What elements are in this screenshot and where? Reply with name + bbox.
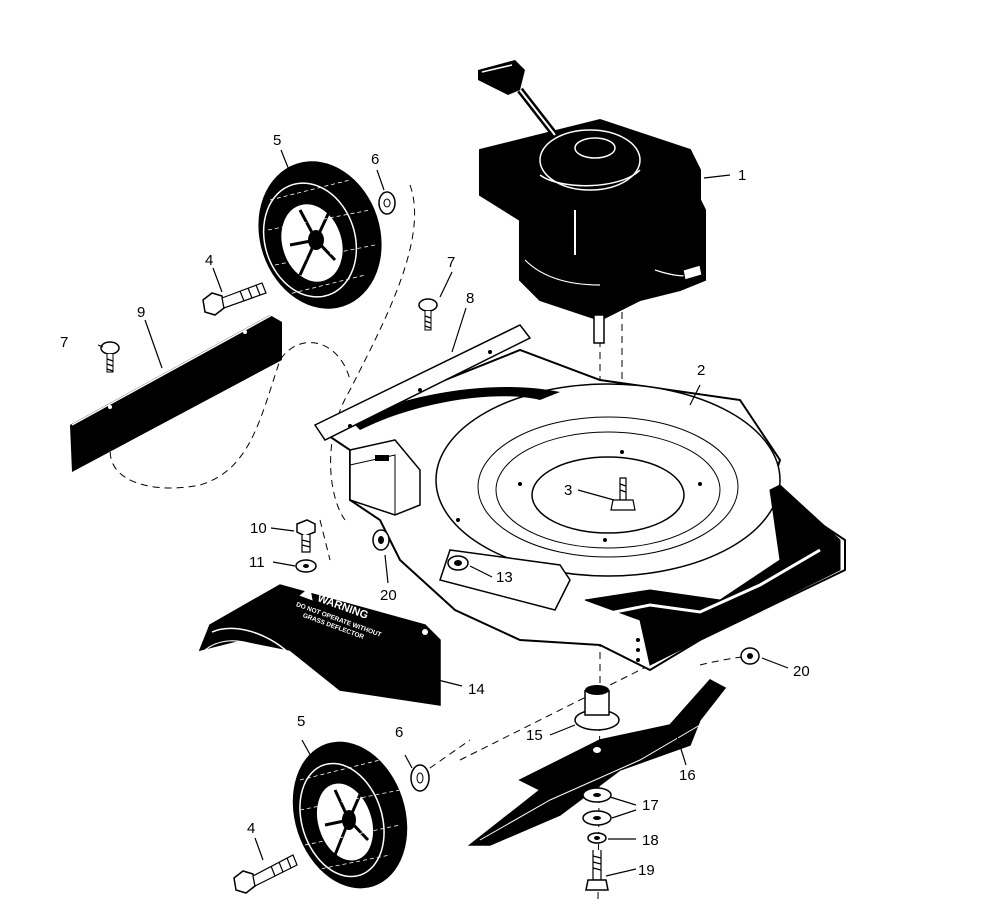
callout-20-left: 20 [380,587,397,604]
callout-leaders [97,149,789,877]
callout-7-left: 7 [60,334,68,351]
callout-16: 16 [679,767,696,784]
lock-washer [587,832,607,844]
blade-washer-large [582,787,612,803]
callout-2: 2 [697,362,705,379]
deflector-washer [295,559,317,573]
engine-mount-bolt [610,477,636,511]
screw-baffle [100,341,120,373]
callout-17: 17 [642,797,659,814]
washer-lower [410,764,430,792]
callout-9: 9 [137,304,145,321]
front-wheel [292,741,408,889]
engine [478,60,706,344]
callout-4-upper: 4 [205,252,213,269]
callout-6-upper: 6 [371,151,379,168]
callout-4-lower: 4 [247,820,255,837]
blade-adapter [574,685,620,731]
nut-left [372,529,390,551]
callout-13: 13 [496,569,513,586]
callout-5-lower: 5 [297,713,305,730]
grille-nut [447,555,469,571]
callout-numbers: 1 2 3 4 4 5 5 6 6 7 7 8 9 10 11 13 14 15… [60,132,810,879]
blade-bolt [585,850,609,891]
mower-deck [317,348,846,672]
callout-15: 15 [526,727,543,744]
callout-19: 19 [638,862,655,879]
callout-6-lower: 6 [395,724,403,741]
deflector-bolt [296,519,316,553]
callout-18: 18 [642,832,659,849]
axle-bolt-lower [233,854,298,894]
nut-right [740,647,760,665]
callout-14: 14 [468,681,485,698]
rear-wheel [258,161,382,309]
screw-plate [418,298,438,331]
callout-20-right: 20 [793,663,810,680]
grass-deflector: WARNING DO NOT OPERATE WITHOUT GRASS DEF… [198,584,441,706]
mower-blade [467,679,727,846]
callout-3: 3 [564,482,572,499]
callout-10: 10 [250,520,267,537]
rear-baffle [70,314,282,472]
rear-plate [313,324,532,441]
callout-11: 11 [249,554,265,571]
callout-8: 8 [466,290,474,307]
callout-5-upper: 5 [273,132,281,149]
callout-1: 1 [738,167,746,184]
axle-bolt-upper [202,282,267,316]
washer-upper [378,191,396,215]
callout-7-center: 7 [447,254,455,271]
blade-washer-medium [582,810,612,826]
